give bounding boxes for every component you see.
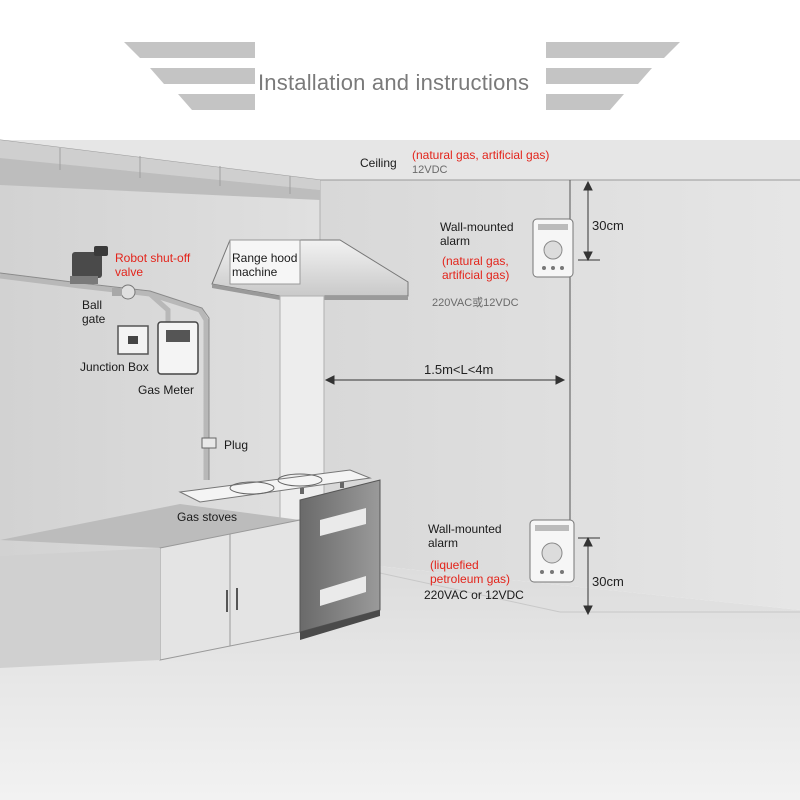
plug-label: Plug bbox=[224, 438, 249, 452]
alarm-bottom-gas-line2: petroleum gas) bbox=[430, 572, 511, 586]
alarm-bottom-label-line1: Wall-mounted bbox=[428, 522, 502, 536]
alarm-top-gas-line1: (natural gas, bbox=[442, 254, 509, 268]
gas-meter-label: Gas Meter bbox=[138, 383, 195, 397]
dimension-top bbox=[578, 180, 600, 262]
plug bbox=[201, 437, 217, 449]
junction-box-label: Junction Box bbox=[80, 360, 149, 374]
alarm-top-voltage: 220VAC或12VDC bbox=[432, 297, 519, 309]
ceiling-voltage-label: 12VDC bbox=[412, 164, 448, 176]
alarm-top-device bbox=[532, 218, 574, 278]
dimension-bottom bbox=[578, 536, 600, 616]
ball-gate-label-line1: Ball bbox=[82, 298, 103, 312]
ball-gate bbox=[112, 284, 136, 300]
ceiling-gas-label: (natural gas, artificial gas) bbox=[412, 148, 550, 162]
gas-stoves-label: Gas stoves bbox=[177, 510, 238, 524]
room bbox=[0, 139, 800, 800]
robot-shutoff-valve bbox=[70, 246, 108, 284]
range-hood-label-line1: Range hood bbox=[232, 251, 298, 265]
robot-valve-label-line2: valve bbox=[115, 265, 144, 279]
alarm-top-label-line2: alarm bbox=[440, 234, 471, 248]
title-decoration-right bbox=[546, 42, 680, 110]
alarm-bottom-voltage: 220VAC or 12VDC bbox=[424, 588, 524, 602]
alarm-bottom-label-line2: alarm bbox=[428, 536, 459, 550]
oven bbox=[299, 479, 381, 640]
dimension-horizontal bbox=[324, 375, 566, 385]
title-decoration-left bbox=[124, 42, 255, 110]
dimension-top-label: 30cm bbox=[592, 218, 624, 233]
page-title: Installation and instructions bbox=[258, 70, 530, 95]
dimension-bottom-label: 30cm bbox=[592, 574, 624, 589]
alarm-top-gas-line2: artificial gas) bbox=[442, 268, 510, 282]
ball-gate-label-line2: gate bbox=[82, 312, 106, 326]
gas-meter bbox=[157, 321, 199, 375]
range-hood-label-line2: machine bbox=[232, 265, 278, 279]
alarm-bottom-device bbox=[529, 519, 575, 583]
counter bbox=[0, 504, 301, 668]
alarm-bottom-gas-line1: (liquefied bbox=[430, 558, 479, 572]
upper-cabinets bbox=[0, 140, 320, 200]
ceiling-label: Ceiling bbox=[360, 156, 397, 170]
dimension-horizontal-label: 1.5m<L<4m bbox=[424, 362, 494, 377]
robot-valve-label-line1: Robot shut-off bbox=[115, 251, 191, 265]
junction-box bbox=[117, 325, 149, 355]
gas-stove bbox=[178, 469, 372, 503]
alarm-top-label-line1: Wall-mounted bbox=[440, 220, 514, 234]
